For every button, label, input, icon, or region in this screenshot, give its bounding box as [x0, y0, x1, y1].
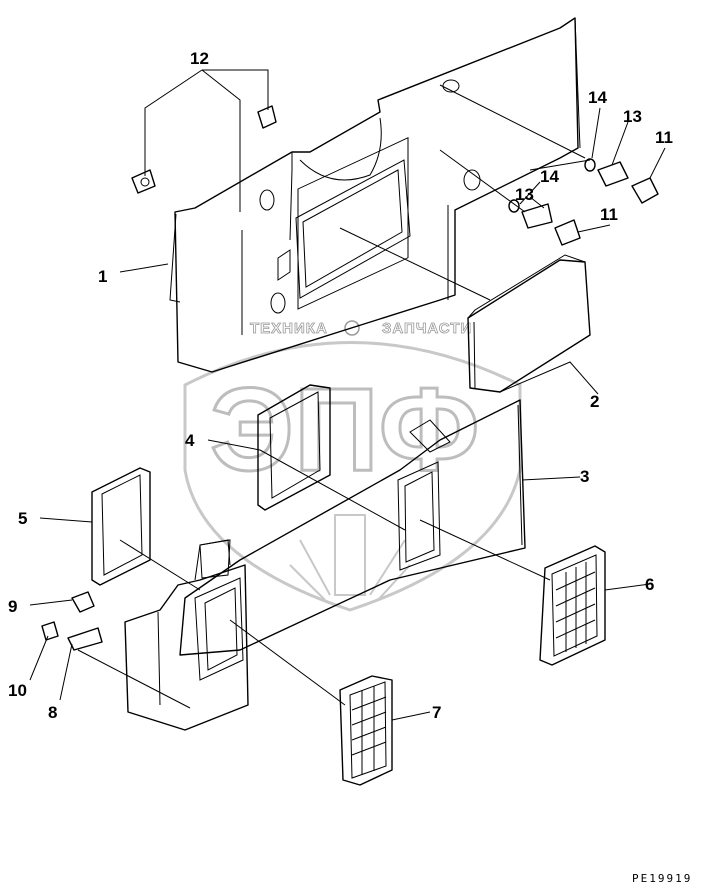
- watermark: ЭПФ ТЕХНИКА ЗАПЧАСТИ: [183, 320, 522, 612]
- part-5-seal-frame: [91, 467, 151, 586]
- part-3-lower-cover-panel: [179, 399, 526, 656]
- part-8-bracket: [67, 627, 103, 651]
- part-12-screw-a: [131, 169, 156, 194]
- watermark-text-tehnika: ТЕХНИКА: [250, 320, 328, 337]
- part-14-washer-b: [508, 199, 520, 213]
- watermark-gear-icon: [344, 320, 360, 336]
- part-2-cover-plate: [467, 254, 591, 393]
- part-1-upper-cover-panel: [169, 17, 581, 373]
- callout-4: 4: [185, 431, 195, 450]
- watermark-logo-letters: ЭПФ: [210, 364, 479, 496]
- callout-12: 12: [190, 49, 209, 68]
- watermark-text-zapchasti: ЗАПЧАСТИ: [382, 320, 472, 337]
- part-11-cap-b: [554, 219, 581, 246]
- callout-2: 2: [590, 392, 599, 411]
- part-8-side-panel: [124, 539, 249, 731]
- callout-9: 9: [8, 597, 17, 616]
- part-4-frame: [257, 384, 331, 511]
- figure-code: PE19919: [632, 872, 692, 885]
- part-12-screw-b: [257, 105, 277, 129]
- callout-7: 7: [432, 703, 441, 722]
- callout-6: 6: [645, 575, 654, 594]
- part-11-cap-a: [631, 177, 659, 204]
- part-14-washer-a: [584, 158, 596, 172]
- callout-13b: 13: [515, 185, 534, 204]
- callout-1: 1: [98, 267, 107, 286]
- part-10-screw: [41, 621, 59, 641]
- part-7-vent-louver: [339, 675, 393, 786]
- callout-10: 10: [8, 681, 27, 700]
- part-9-clip: [71, 591, 95, 613]
- callout-14a: 14: [588, 88, 607, 107]
- callouts: 1 2 3 4 5 6 7 8 9 10 11 11 12 13 13 14 1…: [8, 49, 673, 722]
- leader-lines: [29, 69, 666, 721]
- part-6-vent-grille: [539, 545, 606, 666]
- fasteners: [41, 105, 659, 651]
- callout-11a: 11: [655, 128, 673, 147]
- callout-8: 8: [48, 703, 57, 722]
- part-13-bolt-a: [597, 161, 629, 187]
- watermark-crop-emblem: [289, 514, 411, 601]
- callout-14b: 14: [540, 167, 559, 186]
- callout-3: 3: [580, 467, 589, 486]
- callout-13a: 13: [623, 107, 642, 126]
- watermark-shield: [183, 341, 522, 612]
- callout-5: 5: [18, 509, 27, 528]
- callout-11b: 11: [600, 205, 618, 224]
- part-13-bolt-b: [521, 203, 553, 229]
